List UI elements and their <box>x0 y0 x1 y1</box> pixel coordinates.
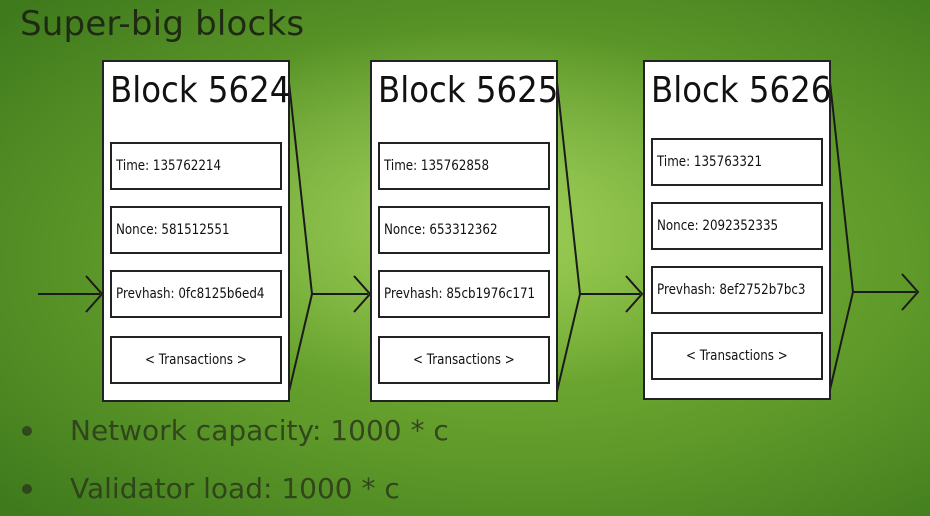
bullet-text: Validator load: 1000 * c <box>70 472 400 505</box>
block-5626: Block 5626 Time: 135763321 Nonce: 209235… <box>643 60 831 400</box>
nonce-field: Nonce: 653312362 <box>378 206 550 254</box>
outgoing-arrowhead <box>901 273 920 311</box>
nonce-value: Nonce: 2092352335 <box>657 218 779 234</box>
block-5625-chevron <box>554 63 582 401</box>
slide-title: Super-big blocks <box>20 4 305 44</box>
prevhash-field: Prevhash: 8ef2752b7bc3 <box>651 266 823 314</box>
bullet-network-capacity: Network capacity: 1000 * c <box>22 414 449 447</box>
block-5626-chevron <box>827 63 855 399</box>
nonce-value: Nonce: 581512551 <box>116 222 230 238</box>
transactions-label: < Transactions > <box>413 352 515 368</box>
transactions-field: < Transactions > <box>110 336 282 384</box>
transactions-label: < Transactions > <box>686 348 788 364</box>
block-5624-chevron <box>286 63 314 401</box>
time-field: Time: 135762214 <box>110 142 282 190</box>
transactions-label: < Transactions > <box>145 352 247 368</box>
time-value: Time: 135762214 <box>116 158 222 174</box>
nonce-field: Nonce: 581512551 <box>110 206 282 254</box>
prevhash-value: Prevhash: 8ef2752b7bc3 <box>657 282 806 298</box>
nonce-field: Nonce: 2092352335 <box>651 202 823 250</box>
time-field: Time: 135762858 <box>378 142 550 190</box>
arrow-5625-to-5626-head <box>625 275 644 313</box>
nonce-value: Nonce: 653312362 <box>384 222 498 238</box>
bullet-dot <box>22 483 32 494</box>
block-5625: Block 5625 Time: 135762858 Nonce: 653312… <box>370 60 558 402</box>
prevhash-value: Prevhash: 0fc8125b6ed4 <box>116 286 265 302</box>
time-field: Time: 135763321 <box>651 138 823 186</box>
bullet-validator-load: Validator load: 1000 * c <box>22 472 400 505</box>
block-title: Block 5624 <box>110 70 291 111</box>
block-title: Block 5626 <box>651 70 832 111</box>
prevhash-field: Prevhash: 0fc8125b6ed4 <box>110 270 282 318</box>
transactions-field: < Transactions > <box>651 332 823 380</box>
transactions-field: < Transactions > <box>378 336 550 384</box>
bullet-text: Network capacity: 1000 * c <box>70 414 449 447</box>
block-5624: Block 5624 Time: 135762214 Nonce: 581512… <box>102 60 290 402</box>
prevhash-value: Prevhash: 85cb1976c171 <box>384 286 536 302</box>
time-value: Time: 135763321 <box>657 154 763 170</box>
time-value: Time: 135762858 <box>384 158 490 174</box>
block-title: Block 5625 <box>378 70 559 111</box>
bullet-dot <box>22 425 32 436</box>
prevhash-field: Prevhash: 85cb1976c171 <box>378 270 550 318</box>
